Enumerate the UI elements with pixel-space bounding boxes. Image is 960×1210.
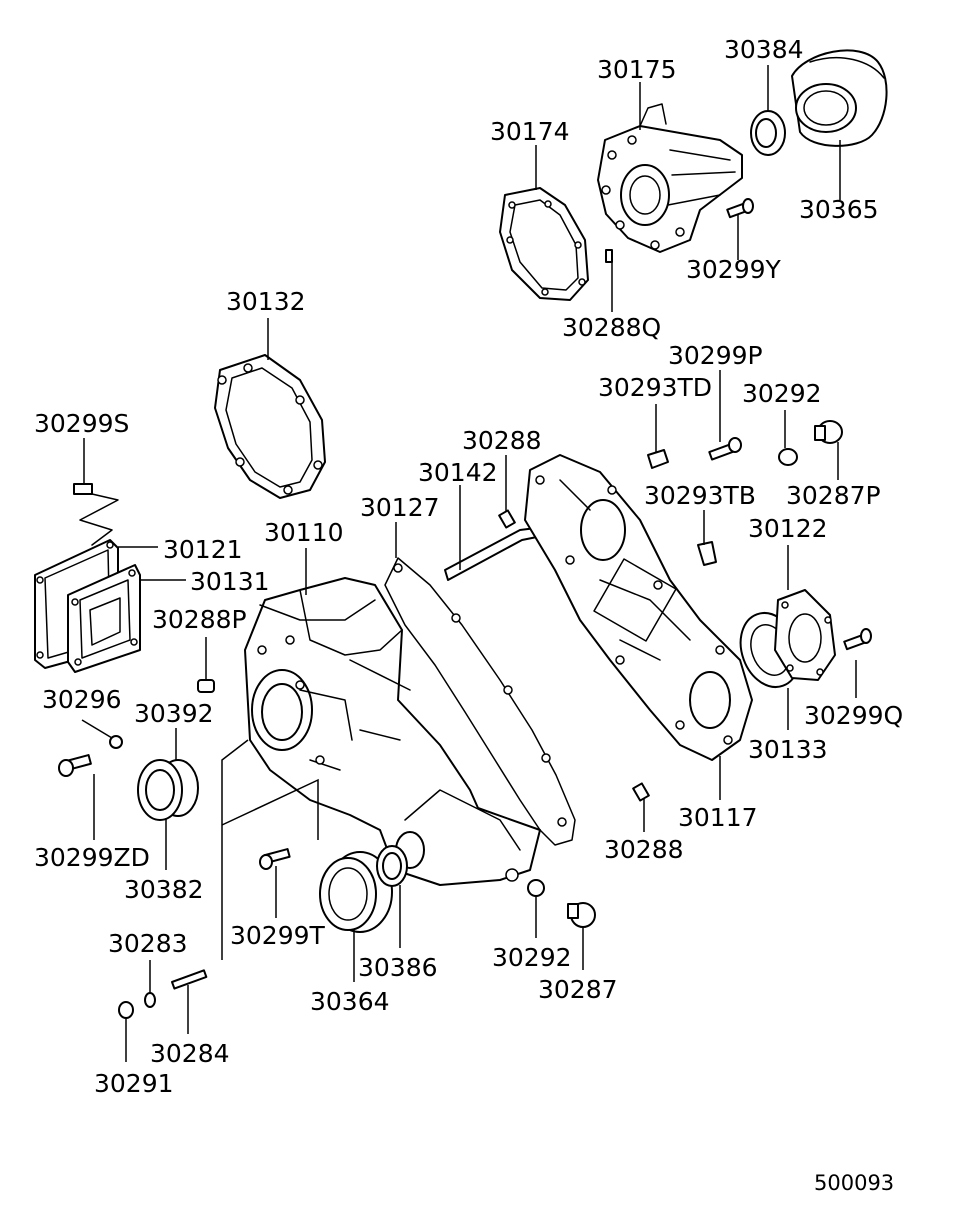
label-30127: 30127	[360, 493, 440, 522]
label-30174: 30174	[490, 117, 570, 146]
label-30299ZD: 30299ZD	[34, 843, 150, 872]
cover-30122	[774, 589, 836, 681]
label-30296: 30296	[42, 685, 122, 714]
pin-30288Q	[605, 249, 613, 263]
label-30142: 30142	[418, 458, 498, 487]
pin-30288-upper	[498, 509, 516, 529]
label-30121: 30121	[163, 535, 243, 564]
label-30299S: 30299S	[34, 409, 129, 438]
plug-30287P	[814, 420, 843, 444]
label-30299Y: 30299Y	[686, 255, 782, 284]
washer-30292-upper	[778, 448, 798, 466]
label-30293TB: 30293TB	[644, 481, 756, 510]
diagram-reference-number: 500093	[814, 1171, 894, 1195]
bracket-30293TB	[697, 541, 717, 566]
label-30287P: 30287P	[786, 481, 881, 510]
oil-seal-30384	[750, 110, 786, 156]
label-30292-lower: 30292	[492, 943, 572, 972]
label-30299Q: 30299Q	[804, 701, 903, 730]
label-30384: 30384	[724, 35, 804, 64]
pin-30288P	[197, 679, 215, 693]
gasket-30127	[384, 557, 576, 846]
bolt-30299ZD	[58, 754, 92, 777]
nut-30296	[109, 735, 123, 749]
label-30110: 30110	[264, 518, 344, 547]
pin-30288-lower	[632, 782, 650, 802]
label-30284: 30284	[150, 1039, 230, 1068]
label-30283: 30283	[108, 929, 188, 958]
extension-housing-30175	[597, 103, 743, 253]
label-30117: 30117	[678, 803, 758, 832]
gasket-30132	[214, 354, 326, 499]
washer-30283	[144, 992, 156, 1008]
transfer-case-30110	[244, 577, 541, 886]
label-30132: 30132	[226, 287, 306, 316]
washer-30292-lower	[527, 879, 545, 897]
nut-30291	[118, 1001, 134, 1019]
plug-30287	[567, 902, 596, 928]
bolt-30299Y	[726, 198, 754, 219]
gasket-30131	[67, 564, 141, 673]
rear-case-30117	[524, 454, 753, 761]
boot-30365	[791, 49, 888, 147]
bolt-30299P	[708, 437, 742, 461]
label-30293TD: 30293TD	[598, 373, 712, 402]
label-30291: 30291	[94, 1069, 174, 1098]
bracket-30293TD	[647, 449, 669, 469]
label-30288-upper: 30288	[462, 426, 542, 455]
label-30299P: 30299P	[668, 341, 763, 370]
leader-lines	[81, 65, 857, 1062]
stud-30284	[170, 969, 208, 990]
label-30365: 30365	[799, 195, 879, 224]
dust-seal-30364	[319, 851, 393, 933]
label-30382: 30382	[124, 875, 204, 904]
bolt-30299T	[259, 848, 291, 870]
part-labels: 30384 30175 30174 30365 30299Y 30288Q 30…	[34, 35, 903, 1098]
label-30292-upper: 30292	[742, 379, 822, 408]
label-30287: 30287	[538, 975, 618, 1004]
label-30288-lower: 30288	[604, 835, 684, 864]
oil-seal-30386	[376, 845, 408, 887]
label-30122: 30122	[748, 514, 828, 543]
gasket-30174	[499, 187, 589, 301]
label-30299T: 30299T	[230, 921, 326, 950]
label-30386: 30386	[358, 953, 438, 982]
label-30392: 30392	[134, 699, 214, 728]
bolt-30299S	[73, 483, 119, 546]
label-30288P: 30288P	[152, 605, 247, 634]
label-30131: 30131	[190, 567, 270, 596]
bolt-30299Q	[843, 628, 872, 651]
label-30175: 30175	[597, 55, 677, 84]
label-30288Q: 30288Q	[562, 313, 661, 342]
label-30133: 30133	[748, 735, 828, 764]
label-30364: 30364	[310, 987, 390, 1016]
oil-seal-30392	[137, 759, 199, 821]
